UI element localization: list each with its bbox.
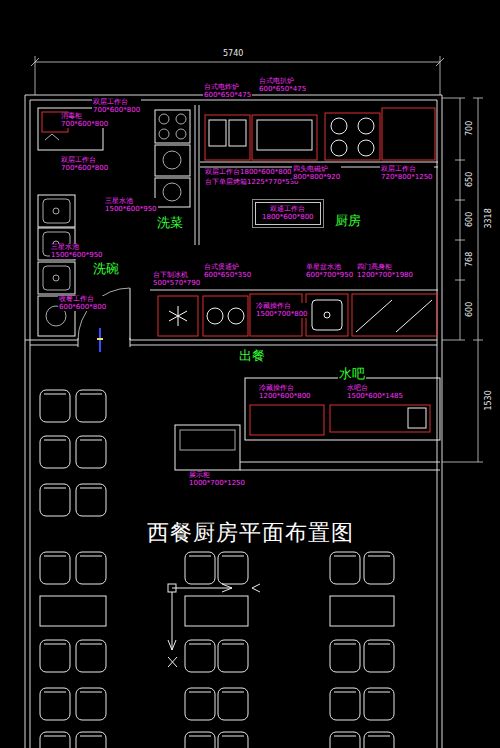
work-table-box: 双通工作台 1800*600*800 [255,202,321,225]
dimension: 700 [466,120,475,137]
equipment-label: 水吧台 1500*600*1485 [346,385,404,400]
equipment-label: 冷藏操作台 1200*600*800 [258,385,312,400]
equipment-label: 三星水池 1500*600*950 [50,244,104,259]
dimension: 1530 [484,389,493,411]
equipment-label: 冷藏操作台 1500*700*800 [255,303,309,318]
equipment-label: 双层工作台 700*600*800 [60,157,109,172]
zone-label: 出餐 [238,349,266,363]
zone-label: 洗菜 [156,216,184,230]
dimension: 3318 [484,207,493,229]
equipment-label: 台式电扒炉 600*650*475 [258,78,307,93]
zone-label: 洗碗 [92,262,120,276]
equipment-label: 台式煲通炉 600*650*350 [203,264,252,279]
equipment-label: 台式电炸炉 600*650*475 [203,84,252,99]
equipment-label: 单星盆水池 600*700*950 [305,264,354,279]
equipment-label: 双层工作台 720*800*1250 [380,166,434,181]
equipment-label: 台下单层烤箱1225*770*530 [204,179,300,187]
zone-label: 厨房 [334,214,362,228]
equipment-label: 三星水池 1500*600*950 [104,198,158,213]
equipment-label: 双层工作台1800*600*800 [204,169,293,177]
equipment-label: 收餐工作台 600*600*800 [58,296,107,311]
dimension: 5740 [222,50,244,59]
dimension: 768 [466,251,475,268]
dimension: 650 [466,171,475,188]
dimension: 600 [466,301,475,318]
equipment-label: 四门高身柜 1200*700*1980 [356,264,414,279]
equipment-label: 消毒柜 700*600*800 [60,113,109,128]
equipment-label: 四头电磁炉 800*800*920 [292,166,341,181]
equipment-label: 台下制冰机 500*570*790 [152,272,201,287]
zone-label: 水吧 [338,367,366,381]
dimension: 600 [466,211,475,228]
equipment-label: 双通工作台 1800*600*800 [262,206,314,221]
equipment-label: 展示柜 1000*700*1250 [188,472,246,487]
plan-title: 西餐厨房平面布置图 [147,518,354,548]
